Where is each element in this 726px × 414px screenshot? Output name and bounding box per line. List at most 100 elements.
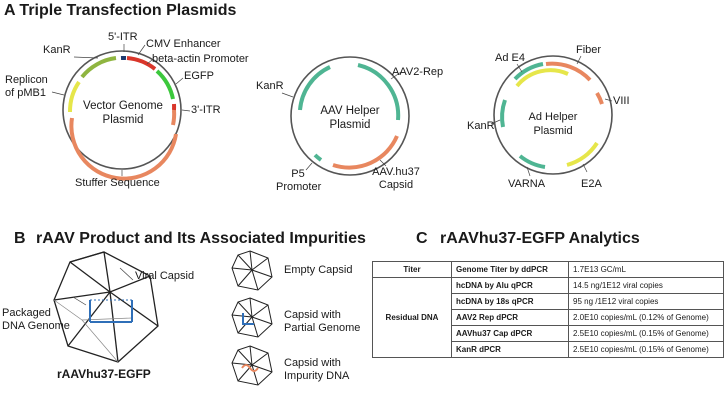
cap-label: AAV.hu37 Capsid — [368, 166, 424, 192]
helper-name-line1: AAV Helper — [320, 105, 380, 117]
panel-a-heading: A Triple Transfection Plasmids — [4, 2, 236, 20]
beta-actin-label: beta-actin Promoter — [152, 53, 249, 65]
viral-capsid-label: Viral Capsid — [135, 270, 195, 282]
promoter-segment — [126, 56, 157, 71]
panel-b-heading: B rAAV Product and Its Associated Impuri… — [14, 230, 366, 248]
varna-label: VARNA — [508, 178, 546, 190]
impurity-dna-label: Capsid with Impurity DNA — [284, 357, 349, 383]
p5-line1: P5 — [291, 168, 305, 180]
fiber-label: Fiber — [576, 44, 602, 56]
empty-capsid-icon — [231, 250, 273, 291]
partial-line2: Partial Genome — [284, 322, 361, 334]
result-cell: 2.5E10 copies/mL (0.15% of Genome) — [568, 341, 724, 358]
assay-cell: Genome Titer by ddPCR — [451, 261, 569, 278]
result-cell: 1.7E13 GC/mL — [568, 261, 724, 278]
impurity-capsid-icon — [231, 345, 273, 386]
panel-c-heading: C rAAVhu37-EGFP Analytics — [416, 230, 640, 248]
partial-capsid-icon — [231, 297, 273, 338]
viii-segment — [595, 91, 604, 105]
adhelper-ring — [493, 55, 613, 175]
table-row: Residual DNA hcDNA by Alu qPCR 14.5 ng/1… — [372, 277, 724, 358]
result-cell: 2.0E10 copies/mL (0.12% of Genome) — [568, 309, 724, 326]
varna-segment — [518, 154, 546, 169]
impurity-line2: Impurity DNA — [284, 370, 350, 382]
panel-b-letter: B — [14, 230, 26, 247]
vector-plasmid-name: Vector Genome Plasmid — [82, 99, 164, 127]
vector-kanr-label: KanR — [43, 44, 71, 56]
fiber-segment — [545, 61, 592, 82]
panel-b-title: rAAV Product and Its Associated Impuriti… — [36, 230, 366, 247]
kanr-segment — [80, 56, 117, 79]
cap-line1: AAV.hu37 — [372, 166, 420, 178]
helper-kanr-label: KanR — [256, 80, 284, 92]
assay-cell: hcDNA by Alu qPCR — [451, 277, 569, 294]
replicon-segment — [67, 80, 81, 113]
packaged-line1: Packaged — [2, 307, 51, 319]
egfp-segment — [155, 69, 175, 100]
assay-cell: hcDNA by 18s qPCR — [451, 293, 569, 310]
panel-a-letter: A — [4, 2, 15, 19]
assay-cell: AAVhu37 Cap dPCR — [451, 325, 569, 342]
itr5-label: 5'-ITR — [108, 31, 138, 43]
stuffer-segment — [69, 117, 178, 181]
e2a-label: E2A — [581, 178, 602, 190]
adhelper-plasmid-name: Ad Helper Plasmid — [516, 110, 590, 138]
adhelper-name-line2: Plasmid — [533, 125, 573, 137]
ad-inner-yellow — [515, 68, 569, 88]
table-row: Titer Genome Titer by ddPCR 1.7E13 GC/mL — [372, 261, 724, 278]
p5-segment — [313, 153, 323, 162]
analytics-table: Titer Genome Titer by ddPCR 1.7E13 GC/mL… — [372, 261, 724, 358]
adhelper-kanr-label: KanR — [467, 120, 495, 132]
aav-helper-plasmid — [281, 56, 410, 176]
packaged-line2: DNA Genome — [2, 320, 70, 332]
e2a-segment — [566, 141, 599, 167]
stuffer-segment-2 — [171, 109, 177, 126]
empty-capsid-label: Empty Capsid — [284, 264, 353, 276]
helper-ring — [290, 56, 410, 176]
viii-label: VIII — [613, 95, 630, 107]
rep-segment — [357, 63, 401, 121]
partial-genome-label: Capsid with Partial Genome — [284, 309, 360, 335]
category-cell: Residual DNA — [372, 277, 452, 358]
helper-kanr-segment — [298, 65, 331, 111]
p5-label: P5 Promoter — [276, 168, 322, 194]
replicon-line2: of pMB1 — [5, 87, 46, 99]
panel-a-title: Triple Transfection Plasmids — [19, 2, 237, 19]
result-cell: 95 ng /1E12 viral copies — [568, 293, 724, 310]
assay-cell: KanR dPCR — [451, 341, 569, 358]
itr3-label: 3'-ITR — [191, 104, 221, 116]
replicon-line1: Replicon — [5, 74, 48, 86]
category-cell: Titer — [372, 261, 452, 278]
packaged-genome-icon — [89, 299, 133, 323]
vector-ring — [62, 50, 182, 170]
adhelper-kanr-segment — [500, 99, 507, 128]
egfp-label: EGFP — [184, 70, 214, 82]
packaged-genome-label: Packaged DNA Genome — [2, 307, 70, 333]
stuffer-label: Stuffer Sequence — [75, 177, 160, 189]
replicon-label: Replicon of pMB1 — [5, 74, 48, 100]
helper-name-line2: Plasmid — [329, 119, 371, 131]
cmv-label: CMV Enhancer — [146, 38, 221, 50]
impurity-line1: Capsid with — [284, 357, 341, 369]
cap-segment — [332, 135, 399, 170]
ade4-label: Ad E4 — [495, 52, 525, 64]
cap-line2: Capsid — [378, 179, 414, 191]
helper-plasmid-name: AAV Helper Plasmid — [310, 104, 390, 132]
result-cell: 2.5E10 copies/mL (0.15% of Genome) — [568, 325, 724, 342]
vector-name-line1: Vector Genome — [83, 100, 163, 112]
adhelper-name-line1: Ad Helper — [528, 111, 578, 123]
p5-line2: Promoter — [276, 181, 322, 193]
result-cell: 14.5 ng/1E12 viral copies — [568, 277, 724, 294]
product-name: rAAVhu37-EGFP — [57, 367, 151, 381]
panel-c-letter: C — [416, 230, 428, 247]
table-row: KanR dPCR 2.5E10 copies/mL (0.15% of Gen… — [373, 341, 724, 358]
vector-genome-plasmid — [51, 44, 191, 181]
ade4-segment — [513, 62, 544, 81]
vector-name-line2: Plasmid — [102, 114, 144, 126]
partial-line1: Capsid with — [284, 309, 341, 321]
panel-c-title: rAAVhu37-EGFP Analytics — [440, 230, 640, 247]
rep-label: AAV2-Rep — [392, 66, 444, 78]
assay-cell: AAV2 Rep dPCR — [451, 309, 569, 326]
table-row: hcDNA by 18s qPCR 95 ng /1E12 viral copi… — [373, 293, 724, 310]
